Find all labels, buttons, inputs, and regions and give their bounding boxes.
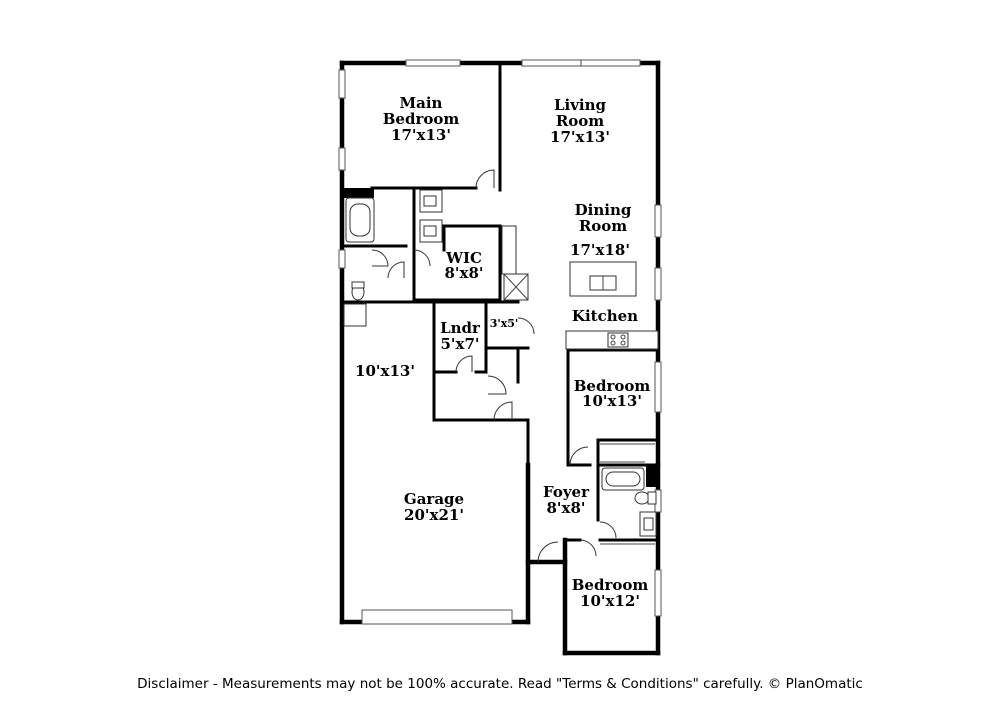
fixtures bbox=[345, 189, 657, 545]
garage-name: Garage bbox=[404, 490, 464, 508]
unnamed-room-size: 10'x13' bbox=[355, 362, 415, 380]
doors bbox=[371, 169, 617, 563]
bedroom-2-name: Bedroom bbox=[574, 377, 651, 395]
main-bedroom-name-2: Bedroom bbox=[383, 110, 460, 128]
bedroom-3-size: 10'x12' bbox=[580, 592, 640, 610]
disclaimer-text: Disclaimer - Measurements may not be 100… bbox=[137, 676, 863, 692]
garage-size: 20'x21' bbox=[404, 506, 464, 524]
bedroom-2-size: 10'x13' bbox=[582, 392, 642, 410]
dining-room-size: 17'x18' bbox=[570, 241, 630, 259]
main-bedroom-name-1: Main bbox=[400, 94, 443, 112]
living-room-name-1: Living bbox=[554, 96, 607, 114]
room-labels: Main Bedroom 17'x13' Living Room 17'x13'… bbox=[355, 94, 650, 610]
laundry-size: 5'x7' bbox=[440, 335, 479, 353]
living-room-size: 17'x13' bbox=[550, 128, 610, 146]
living-room-name-2: Room bbox=[556, 112, 604, 130]
dining-room-name-2: Room bbox=[579, 217, 627, 235]
dining-room-name-1: Dining bbox=[575, 201, 632, 219]
bedroom-3-name: Bedroom bbox=[572, 576, 649, 594]
kitchen-name: Kitchen bbox=[572, 307, 638, 325]
wic-size: 8'x8' bbox=[444, 264, 483, 282]
closet-size: 3'x5' bbox=[490, 317, 519, 330]
foyer-size: 8'x8' bbox=[546, 499, 585, 517]
windows bbox=[338, 59, 662, 625]
laundry-name: Lndr bbox=[440, 319, 481, 337]
wic-name: WIC bbox=[445, 249, 482, 267]
main-bedroom-size: 17'x13' bbox=[391, 126, 451, 144]
foyer-name: Foyer bbox=[543, 483, 590, 501]
